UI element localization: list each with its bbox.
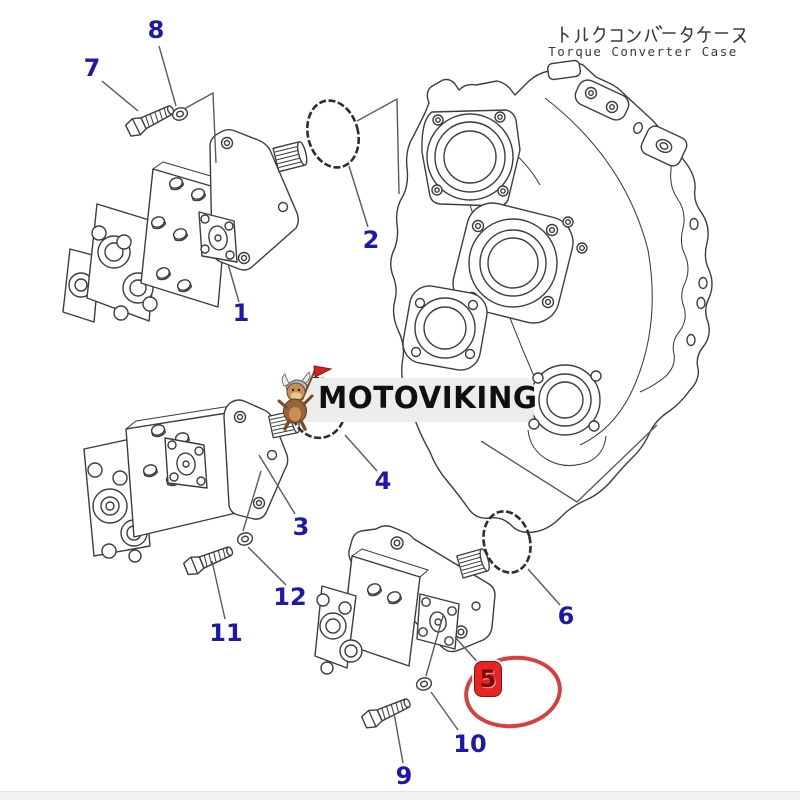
callout-label-6: 6 xyxy=(557,602,575,630)
footer-strip xyxy=(0,791,800,800)
torque-converter-case-drawing xyxy=(390,59,713,534)
leader-lines xyxy=(101,45,658,764)
callout-label-12: 12 xyxy=(273,583,307,611)
washer-10-drawing xyxy=(414,675,434,693)
watermark-brand: MOTOVIKING xyxy=(318,381,538,416)
o-ring-2-drawing xyxy=(305,99,361,169)
bolt-9-drawing xyxy=(359,693,414,732)
callout-label-9: 9 xyxy=(395,762,413,790)
bolt-11-drawing xyxy=(181,541,237,578)
title-en: Torque Converter Case xyxy=(548,44,738,59)
viking-mascot-icon xyxy=(277,365,333,431)
title-ja xyxy=(561,25,746,43)
o-ring-6-drawing xyxy=(482,510,532,574)
callout-label-5-highlighted: 5 xyxy=(474,661,502,697)
callout-label-3: 3 xyxy=(292,513,310,541)
callout-label-7: 7 xyxy=(83,54,101,82)
washer-12-drawing xyxy=(235,530,255,548)
callout-label-8: 8 xyxy=(147,16,165,44)
callout-label-1: 1 xyxy=(232,299,250,327)
gear-pump-5-drawing xyxy=(314,525,496,675)
callout-label-11: 11 xyxy=(209,619,243,647)
callout-label-10: 10 xyxy=(453,730,487,758)
callout-label-4: 4 xyxy=(374,467,392,495)
gear-pump-1-drawing xyxy=(62,129,310,323)
watermark-band xyxy=(297,378,534,422)
callout-label-2: 2 xyxy=(362,226,380,254)
gear-pump-3-drawing xyxy=(83,399,302,563)
